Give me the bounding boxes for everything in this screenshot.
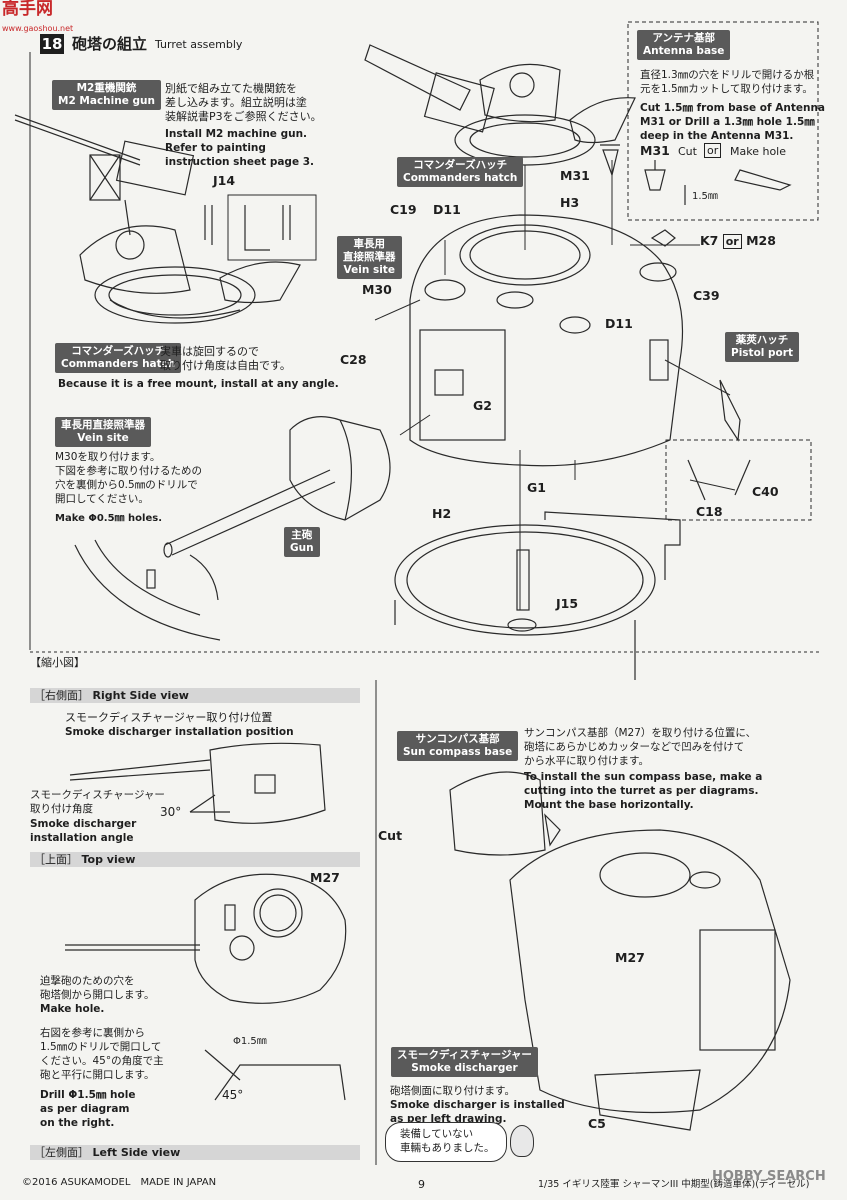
sun-compass-instruction-jp: サンコンパス基部（M27）を取り付ける位置に、 砲塔にあらかじめカッターなどで凹… (524, 727, 757, 767)
part-d11-top: D11 (433, 202, 461, 217)
commander-hatch-note-en: Because it is a free mount, install at a… (58, 378, 339, 390)
mascot-speech-bubble: 装備していない 車輛もありました。 (385, 1122, 507, 1162)
smoke-discharger-jp: 砲塔側面に取り付けます。 (390, 1085, 515, 1097)
commander-hatch-top-drawing (364, 44, 636, 166)
sun-compass-label: サンコンパス基部 Sun compass base (397, 731, 519, 761)
left-side-view-bar: ［左側面］ Left Side view (30, 1145, 360, 1160)
antenna-cut-label: Cut (678, 145, 697, 158)
pistol-port-label: 薬莢ハッチ Pistol port (725, 332, 799, 362)
commander-hatch-note-jp: 実車は旋回するので 取り付け角度は自由です。 (160, 345, 291, 372)
part-c28: C28 (340, 352, 367, 367)
smoke-angle-value: 30° (160, 805, 182, 819)
right-side-view-drawing (69, 742, 326, 824)
antenna-dim-label: 1.5㎜ (692, 191, 718, 202)
sun-compass-instruction-en: To install the sun compass base, make a … (524, 771, 763, 811)
hobby-search-watermark: HOBBY SEARCH (712, 1169, 826, 1184)
part-h2: H2 (432, 506, 452, 521)
antenna-make-hole-label: Make hole (730, 145, 786, 158)
product-name: 1/35 イギリス陸軍 シャーマンIII 中期型(鋳造車体)(ディーゼル) (538, 1179, 810, 1190)
vein-site-instruction-jp: M30を取り付けます。 下図を参考に取り付けるための 穴を裏側から0.5㎜のドリ… (55, 451, 202, 505)
drill-diameter: Φ1.5㎜ (233, 1036, 267, 1047)
reduced-diagram-title: 【縮小図】 (30, 656, 85, 669)
commander-hatch-top-label: コマンダーズハッチ Commanders hatch (397, 157, 524, 187)
drill-instruction-en: Drill Φ1.5㎜ hole as per diagram on the r… (40, 1089, 136, 1129)
vein-site-instruction-en: Make Φ0.5㎜ holes. (55, 513, 162, 524)
part-j14: J14 (213, 173, 236, 188)
part-c5: C5 (588, 1116, 606, 1131)
part-c39: C39 (693, 288, 720, 303)
part-k7-or-m28: K7 or M28 (700, 233, 776, 249)
copyright: ©2016 ASUKAMODEL MADE IN JAPAN (22, 1177, 217, 1188)
drill-angle: 45° (222, 1088, 244, 1102)
top-view-bar: ［上面］ Top view (30, 852, 360, 867)
smoke-position-jp: スモークディスチャージャー取り付け位置 (65, 711, 273, 724)
part-c19: C19 (390, 202, 417, 217)
step-title-en: Turret assembly (155, 38, 243, 51)
site-logo-sub: www.gaoshou.net (2, 24, 74, 33)
antenna-or-label: or (704, 143, 722, 158)
part-j15: J15 (556, 596, 579, 611)
top-view-part-m27: M27 (310, 870, 340, 885)
mascot-icon (510, 1125, 534, 1157)
m2-machine-gun-drawing (14, 114, 195, 236)
antenna-detail-drawing (600, 144, 792, 247)
vein-site-top-label: 車長用 直接照準器 Vein site (337, 236, 402, 279)
j14-detail-drawing (204, 194, 317, 261)
commander-hatch-left-label: コマンダーズハッチ Commanders hatch (55, 343, 182, 373)
page-number: 9 (418, 1178, 425, 1191)
part-m30: M30 (362, 282, 392, 297)
vein-site-left-label: 車長用直接照準器 Vein site (55, 417, 151, 447)
part-d11-right: D11 (605, 316, 633, 331)
right-side-view-bar: ［右側面］ Right Side view (30, 688, 360, 703)
gun-label: 主砲 Gun (284, 527, 320, 557)
m2-instruction-jp: 別紙で組み立てた機関銃を 差し込みます。組立説明は塗 装解説書P3をご参照くださ… (165, 82, 322, 123)
sun-compass-cut-label: Cut (378, 828, 403, 843)
part-c18: C18 (696, 504, 723, 519)
m2-instruction-en: Install M2 machine gun. Refer to paintin… (165, 128, 315, 168)
commander-hatch-left-drawing (79, 225, 301, 324)
smoke-position-en: Smoke discharger installation position (65, 726, 294, 738)
turret-h3-drawing (409, 214, 684, 467)
step-number: 18 (40, 34, 64, 54)
antenna-instruction-en: Cut 1.5㎜ from base of Antenna M31 or Dri… (640, 102, 826, 142)
antenna-detail-box (627, 21, 819, 221)
turret-ring-h2-drawing (394, 511, 681, 680)
site-logo: 高手网 (2, 0, 53, 19)
mortar-hole-en: Make hole. (40, 1003, 105, 1015)
top-view-drawing (65, 873, 347, 1101)
drill-instruction-jp: 右図を参考に裏側から 1.5㎜のドリルで開口して ください。45°の角度で主 砲… (40, 1027, 164, 1081)
vein-site-partial-drawing (74, 539, 221, 641)
smoke-angle-jp: スモークディスチャージャー 取り付け角度 (30, 789, 165, 815)
smoke-discharger-label: スモークディスチャージャー Smoke discharger (391, 1047, 538, 1077)
part-h3: H3 (560, 195, 580, 210)
part-m31: M31 (560, 168, 590, 183)
part-g1: G1 (527, 480, 546, 495)
gun-mantlet-drawing (163, 416, 391, 558)
antenna-instruction-jp: 直径1.3㎜の穴をドリルで開けるか根 元を1.5㎜カットして取り付けます。 (640, 69, 815, 95)
smoke-angle-en: Smoke discharger installation angle (30, 818, 137, 844)
mortar-hole-jp: 迫撃砲のための穴を 砲塔側から開口します。 (40, 975, 155, 1001)
part-c40: C40 (752, 484, 779, 499)
m2-machine-gun-label: M2重機関銃 M2 Machine gun (52, 80, 161, 110)
sun-compass-part-m27: M27 (615, 950, 645, 965)
antenna-base-label: アンテナ基部 Antenna base (637, 30, 731, 60)
step-title-jp: 砲塔の組立 (72, 35, 148, 53)
sun-compass-turret-drawing (449, 771, 791, 1131)
pistol-port-parts-drawing (687, 379, 751, 501)
pistol-port-detail-box (665, 439, 812, 521)
speech-bubble-text: 装備していない 車輛もありました。 (400, 1128, 495, 1154)
part-g2: G2 (473, 398, 492, 413)
antenna-part-m31: M31 (640, 143, 670, 158)
